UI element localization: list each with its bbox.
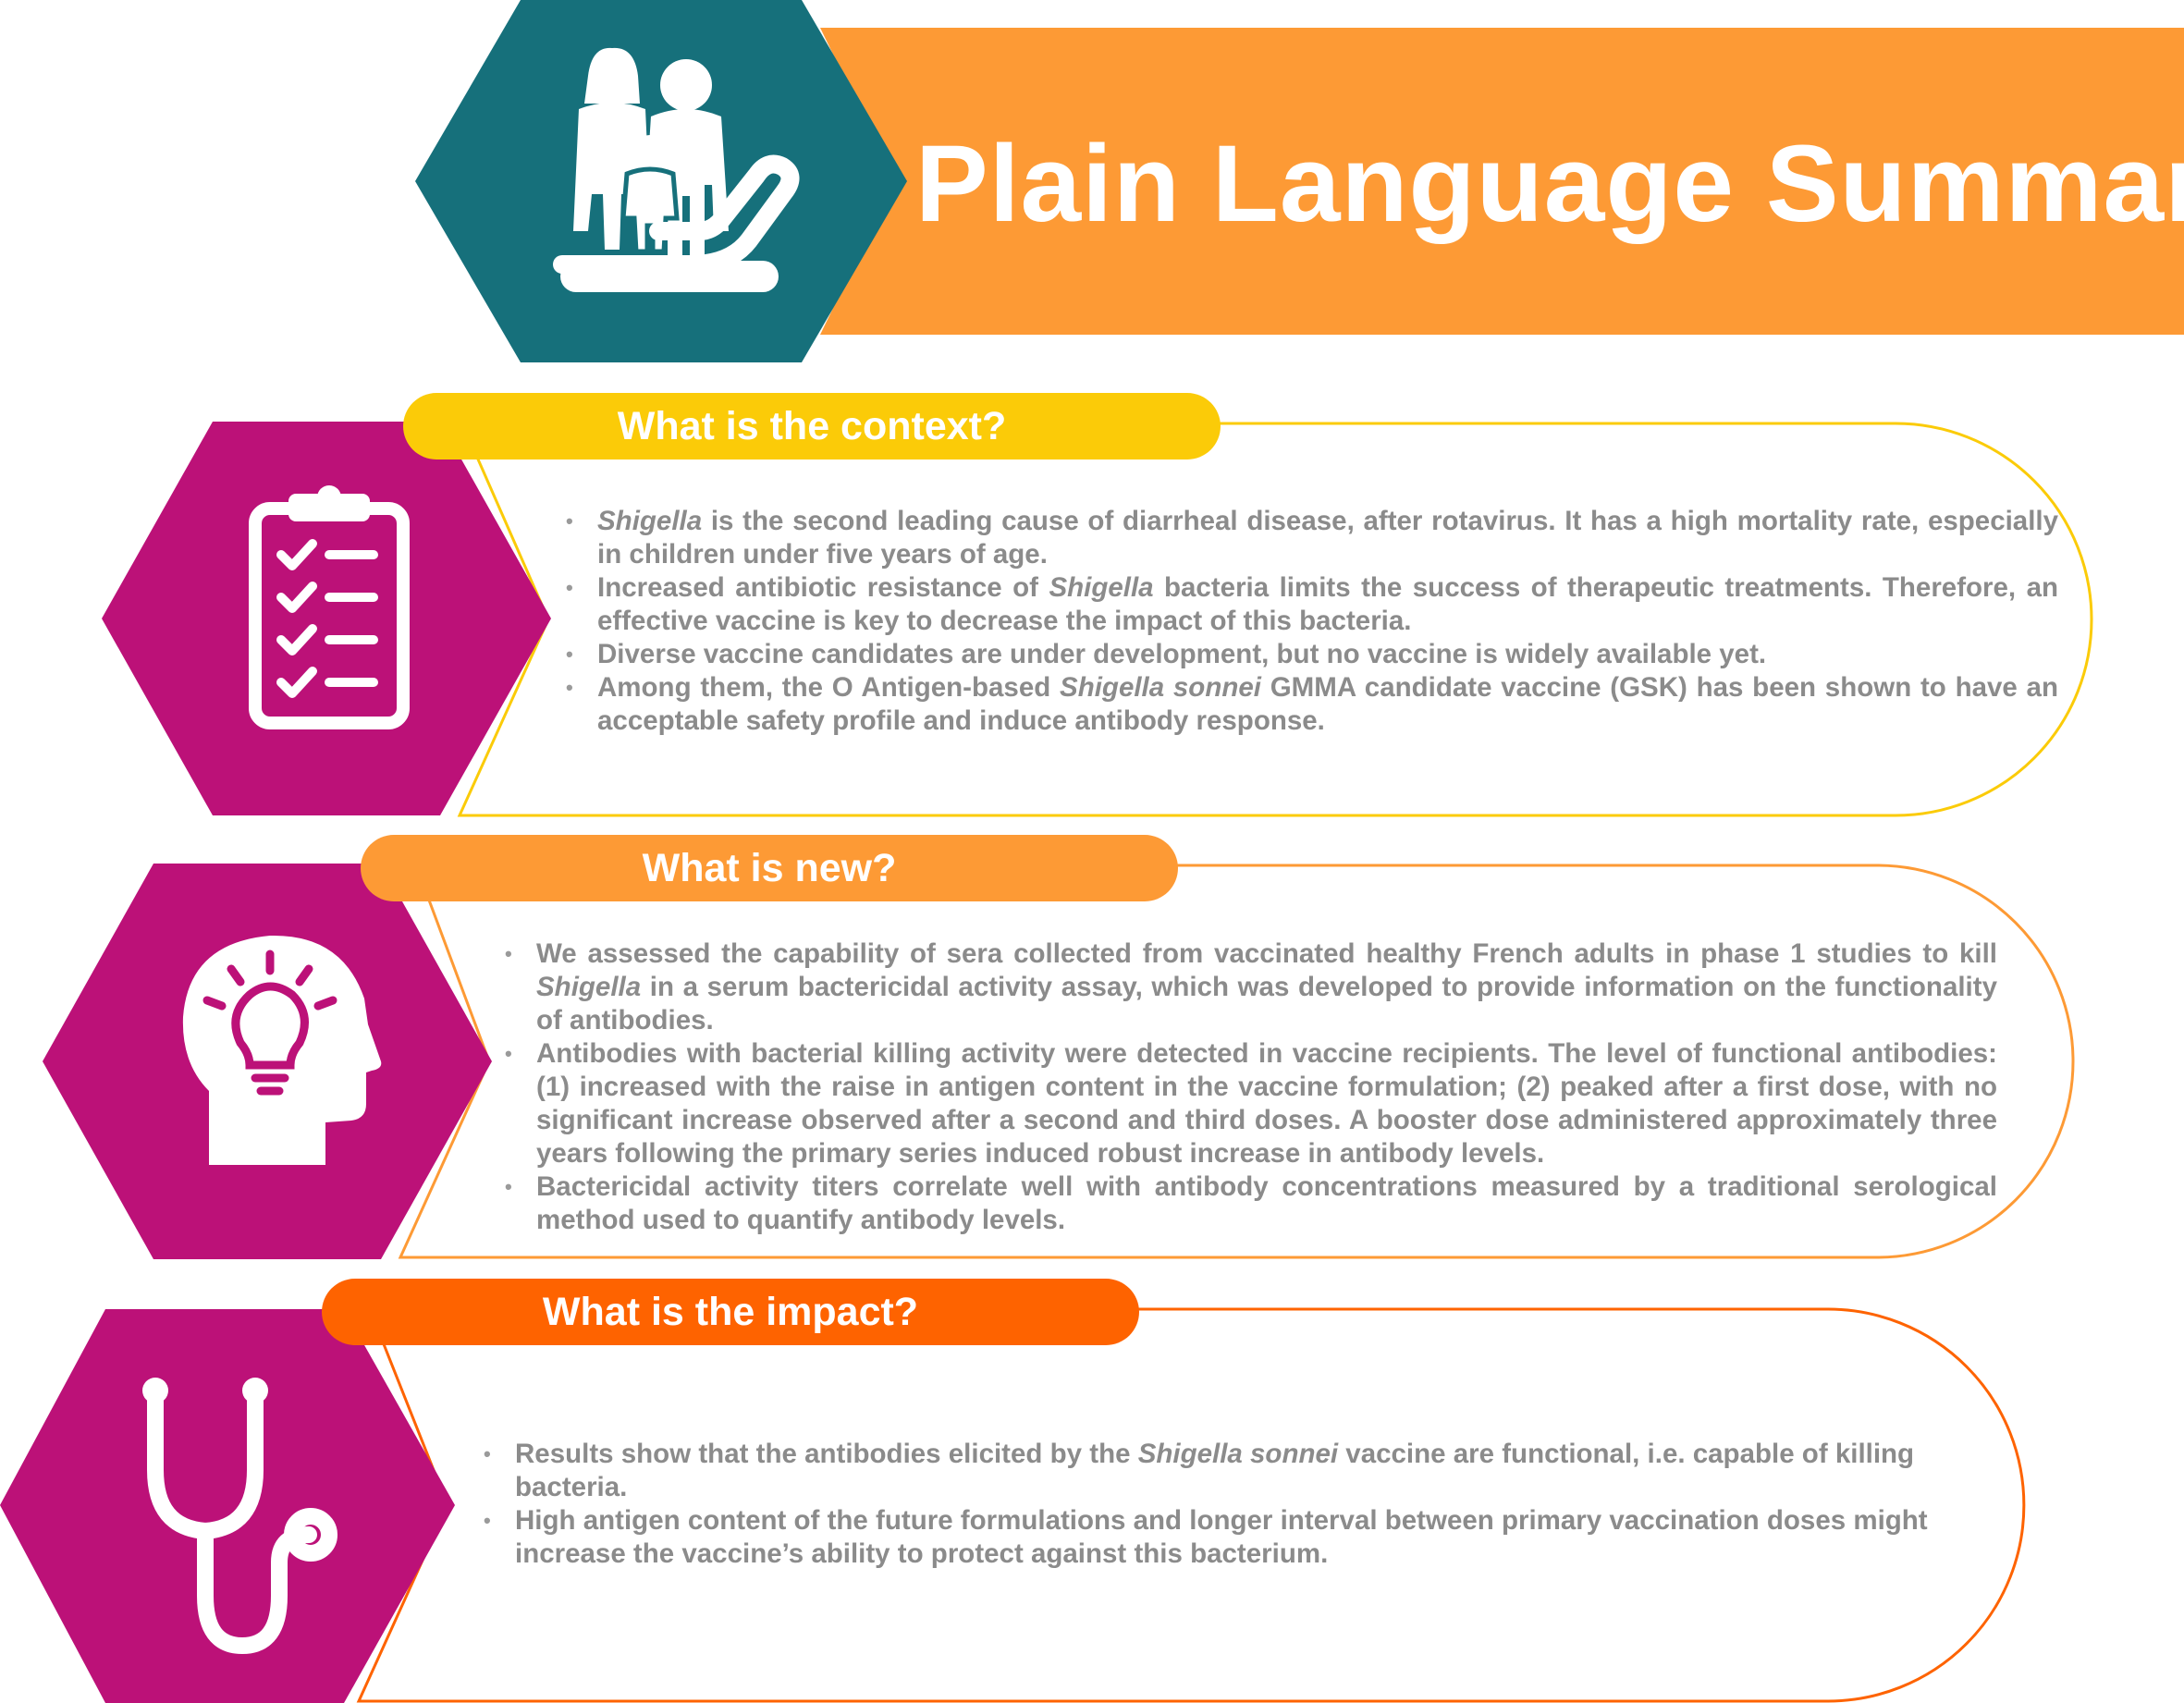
new-outline <box>398 864 2075 1259</box>
list-item: Antibodies with bacterial killing activi… <box>505 1037 1997 1170</box>
impact-outline <box>356 1307 2026 1703</box>
new-heading-pill: What is new? <box>361 835 1178 901</box>
context-bullet-list: Shigella is the second leading cause of … <box>566 505 2058 738</box>
list-item: Increased antibiotic resistance of Shige… <box>566 571 2058 638</box>
context-heading-pill: What is the context? <box>403 393 1221 459</box>
list-item: Among them, the O Antigen-based Shigella… <box>566 671 2058 738</box>
impact-heading-pill: What is the impact? <box>322 1279 1139 1345</box>
impact-bullet-list: Results show that the antibodies elicite… <box>484 1438 1963 1571</box>
checklist-clipboard-icon <box>249 485 410 729</box>
list-item: High antigen content of the future formu… <box>484 1504 1963 1571</box>
context-hexagon <box>102 422 551 815</box>
list-item: Shigella is the second leading cause of … <box>566 505 2058 571</box>
context-outline <box>457 422 2093 817</box>
impact-heading: What is the impact? <box>542 1289 919 1334</box>
page-title: Plain Language Summary <box>915 123 2184 245</box>
title-banner <box>820 28 2184 335</box>
list-item: Results show that the antibodies elicite… <box>484 1438 1963 1504</box>
lightbulb-head-icon <box>182 935 382 1165</box>
list-item: Bactericidal activity titers correlate w… <box>505 1170 1997 1237</box>
new-bullet-list: We assessed the capability of sera colle… <box>505 937 1997 1237</box>
new-heading: What is new? <box>642 845 897 890</box>
list-item: We assessed the capability of sera colle… <box>505 937 1997 1037</box>
context-heading: What is the context? <box>617 403 1007 448</box>
family-care-hand-icon <box>553 47 800 292</box>
impact-hexagon <box>0 1309 455 1703</box>
stethoscope-icon <box>147 1382 337 1654</box>
list-item: Diverse vaccine candidates are under dev… <box>566 638 2058 671</box>
